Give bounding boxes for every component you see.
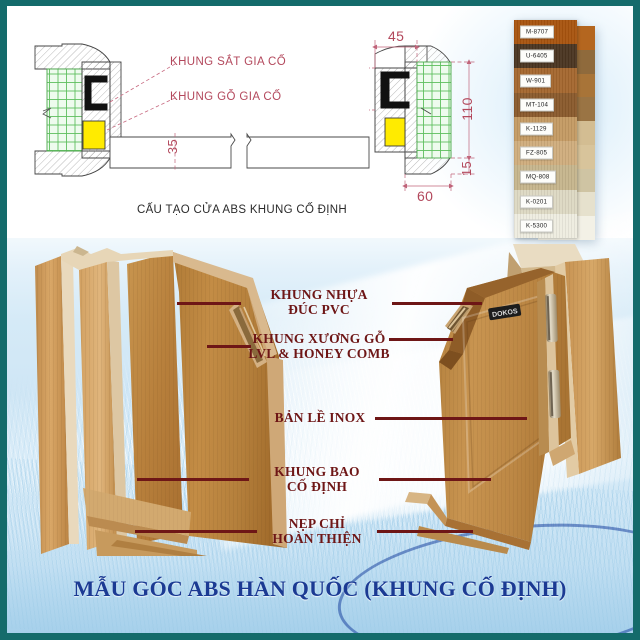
product-photo-frame-corner [21, 244, 293, 556]
leader-line-khung-nhua-right [392, 302, 482, 305]
hinge-lower [548, 369, 561, 419]
swatch-code-label: K-5300 [520, 219, 554, 233]
swatch-code-label: K-1129 [520, 122, 553, 136]
leader-line-ban-le-inox [375, 417, 527, 420]
callout-line-1: KHUNG BAO [274, 464, 360, 479]
callout-khung-bao-co-dinh: KHUNG BAO CỐ ĐỊNH [259, 464, 375, 494]
swatch-row[interactable]: K-5300 [514, 213, 577, 238]
leader-line-khung-xuong-right [389, 338, 453, 341]
dimension-35: 35 [165, 138, 181, 155]
leader-line-khung-xuong-left [207, 345, 251, 348]
leader-line-nep-chi-right [377, 530, 473, 533]
callout-line-2: HOÀN THIỆN [272, 531, 362, 546]
callout-line-2: CỐ ĐỊNH [286, 479, 348, 494]
callout-line-1: NẸP CHỈ [288, 516, 346, 531]
dimension-60: 60 [417, 188, 434, 204]
tech-label-khung-go: KHUNG GỖ GIA CỐ [170, 91, 282, 103]
swatch-row[interactable]: M-8707 [514, 20, 577, 45]
left-jamb-section [34, 43, 122, 177]
dimension-15: 15 [459, 160, 475, 177]
dimension-110: 110 [458, 97, 475, 121]
brand-badge: DOKOS [488, 303, 522, 321]
swatch-code-label: MQ-808 [520, 170, 556, 184]
callout-line-1: KHUNG NHỰA [270, 287, 368, 302]
callout-khung-xuong-go: KHUNG XƯƠNG GỖ LVL & HONEY COMB [239, 331, 399, 361]
leader-lines [106, 63, 176, 131]
poster-canvas: KHUNG SẮT GIA CỐ KHUNG GỖ GIA CỐ 35 45 1… [7, 6, 633, 633]
callout-line-1: KHUNG XƯƠNG GỖ [252, 331, 386, 346]
swatch-row[interactable]: K-0201 [514, 189, 577, 214]
technical-drawing: KHUNG SẮT GIA CỐ KHUNG GỖ GIA CỐ 35 45 1… [7, 6, 507, 238]
hinge-upper [545, 293, 558, 343]
swatch-row[interactable]: MT-104 [514, 92, 577, 117]
leader-line-nep-chi-left [135, 530, 257, 533]
door-leaf-left [109, 132, 370, 172]
callout-nep-chi-hoan-thien: NẸP CHỈ HOÀN THIỆN [261, 516, 373, 546]
poster-title: MẪU GÓC ABS HÀN QUỐC (KHUNG CỐ ĐỊNH) [73, 576, 567, 601]
leader-line-khung-bao-right [379, 478, 491, 481]
swatch-row[interactable]: FZ-805 [514, 141, 577, 166]
callout-line-2: LVL & HONEY COMB [248, 346, 390, 361]
swatch-code-label: FZ-805 [520, 146, 554, 160]
product-photo-door-hinge: DOKOS [389, 242, 625, 554]
swatch-code-label: U-6405 [520, 49, 554, 63]
callout-line-1: BẢN LỀ INOX [274, 410, 366, 425]
tech-drawing-caption: CẤU TẠO CỬA ABS KHUNG CỐ ĐỊNH [136, 204, 347, 216]
dimension-45: 45 [388, 28, 405, 44]
swatch-row[interactable]: MQ-808 [514, 165, 577, 190]
swatch-code-label: K-0201 [520, 195, 554, 209]
tech-label-khung-sat: KHUNG SẮT GIA CỐ [170, 56, 287, 68]
swatch-row[interactable]: K-1129 [514, 116, 577, 142]
swatch-row[interactable]: W-901 [514, 68, 577, 93]
swatch-code-label: W-901 [520, 74, 552, 88]
swatch-row[interactable]: U-6405 [514, 44, 577, 69]
callout-ban-le-inox: BẢN LỀ INOX [265, 410, 375, 425]
svg-text:DOKOS: DOKOS [492, 308, 519, 319]
callout-khung-nhua-duc-pvc: KHUNG NHỰA ĐÚC PVC [249, 287, 389, 317]
right-jamb-section [374, 45, 452, 175]
dimension-lines [369, 40, 475, 192]
swatch-code-label: MT-104 [520, 98, 555, 112]
swatch-code-label: M-8707 [520, 25, 555, 39]
callout-line-2: ĐÚC PVC [288, 302, 350, 317]
leader-line-khung-nhua-left [177, 302, 241, 305]
leader-line-khung-bao-left [137, 478, 249, 481]
